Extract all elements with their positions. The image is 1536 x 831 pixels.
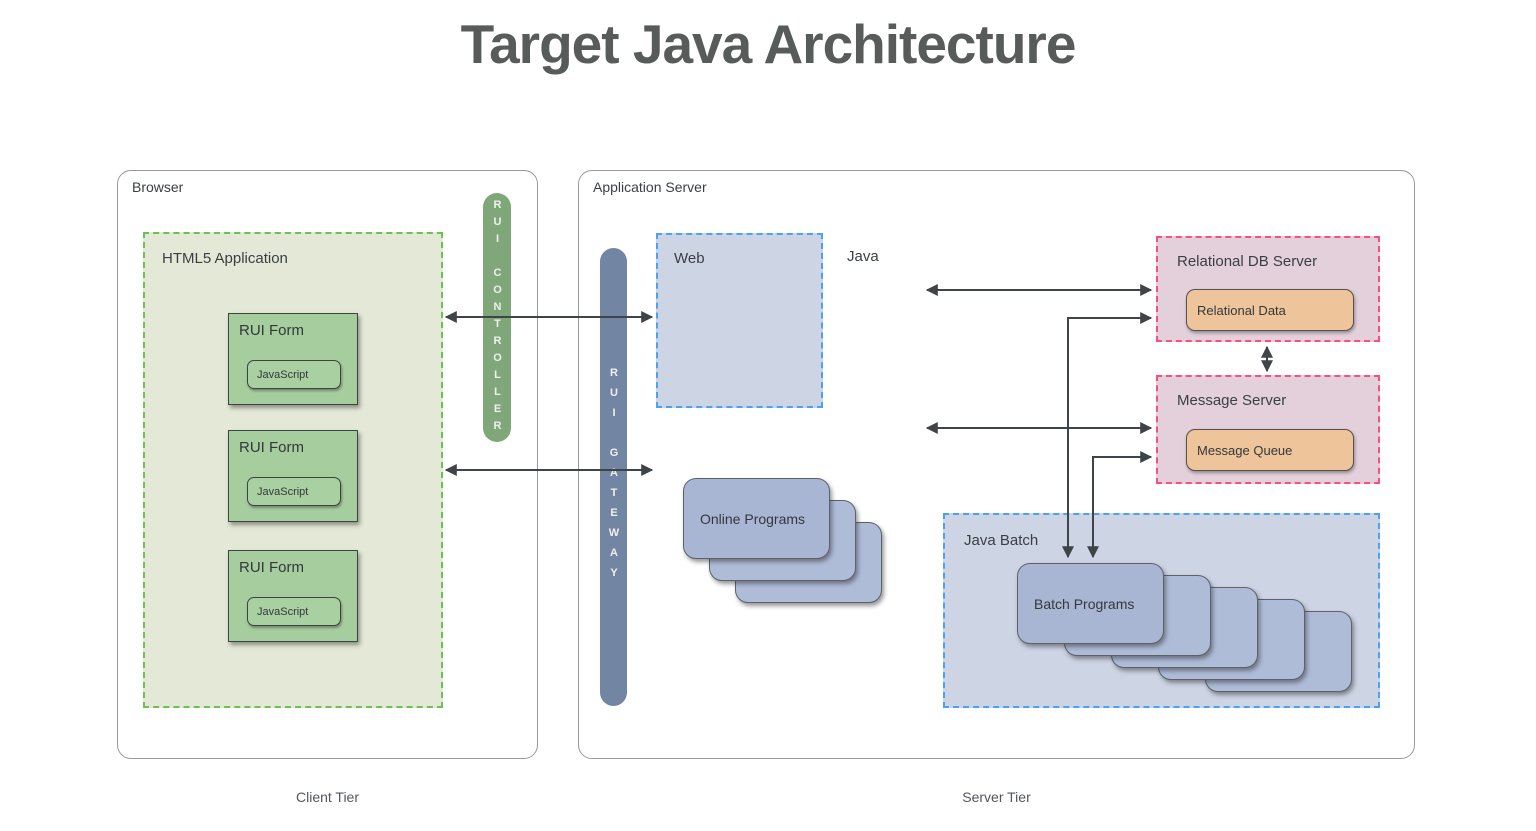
server-tier-label: Server Tier bbox=[962, 789, 1031, 805]
rui-form-1-label: RUI Form bbox=[239, 322, 304, 339]
online-programs-card-1: Online Programs bbox=[683, 478, 830, 559]
message-server: Message Server Message Queue bbox=[1156, 375, 1380, 484]
batch-programs-label: Batch Programs bbox=[1034, 595, 1135, 612]
web-zone-label: Web bbox=[674, 250, 705, 267]
rui-form-3: RUI Form JavaScript bbox=[228, 550, 358, 642]
rui-controller-pill: RUI CONTROLLER bbox=[483, 193, 511, 442]
java-zone-label: Java bbox=[847, 248, 879, 265]
message-queue-box: Message Queue bbox=[1186, 429, 1354, 471]
relational-db-server-label: Relational DB Server bbox=[1177, 253, 1318, 270]
batch-programs-card-1: Batch Programs bbox=[1017, 563, 1164, 644]
web-zone: Web bbox=[656, 233, 823, 408]
message-server-label: Message Server bbox=[1177, 392, 1287, 409]
rui-gateway-pill-label: RUI GATEWAY bbox=[608, 367, 620, 587]
rui-form-1-javascript: JavaScript bbox=[247, 360, 341, 389]
online-programs-label: Online Programs bbox=[700, 510, 806, 527]
relational-data-box: Relational Data bbox=[1186, 289, 1354, 331]
rui-form-2-label: RUI Form bbox=[239, 439, 304, 456]
rui-gateway-pill: RUI GATEWAY bbox=[600, 248, 627, 706]
rui-controller-pill-label: RUI CONTROLLER bbox=[491, 198, 504, 437]
diagram-title: Target Java Architecture bbox=[460, 13, 1077, 75]
rui-form-1: RUI Form JavaScript bbox=[228, 313, 358, 405]
html5-application-label: HTML5 Application bbox=[162, 250, 288, 267]
relational-db-server: Relational DB Server Relational Data bbox=[1156, 236, 1380, 342]
application-server-label: Application Server bbox=[593, 179, 707, 195]
java-batch-label: Java Batch bbox=[964, 532, 1039, 549]
browser-label: Browser bbox=[132, 179, 184, 195]
client-tier-label: Client Tier bbox=[295, 789, 360, 805]
rui-form-3-label: RUI Form bbox=[239, 559, 304, 576]
rui-form-3-javascript: JavaScript bbox=[247, 597, 341, 626]
rui-form-2-javascript: JavaScript bbox=[247, 477, 341, 506]
rui-form-2: RUI Form JavaScript bbox=[228, 430, 358, 522]
